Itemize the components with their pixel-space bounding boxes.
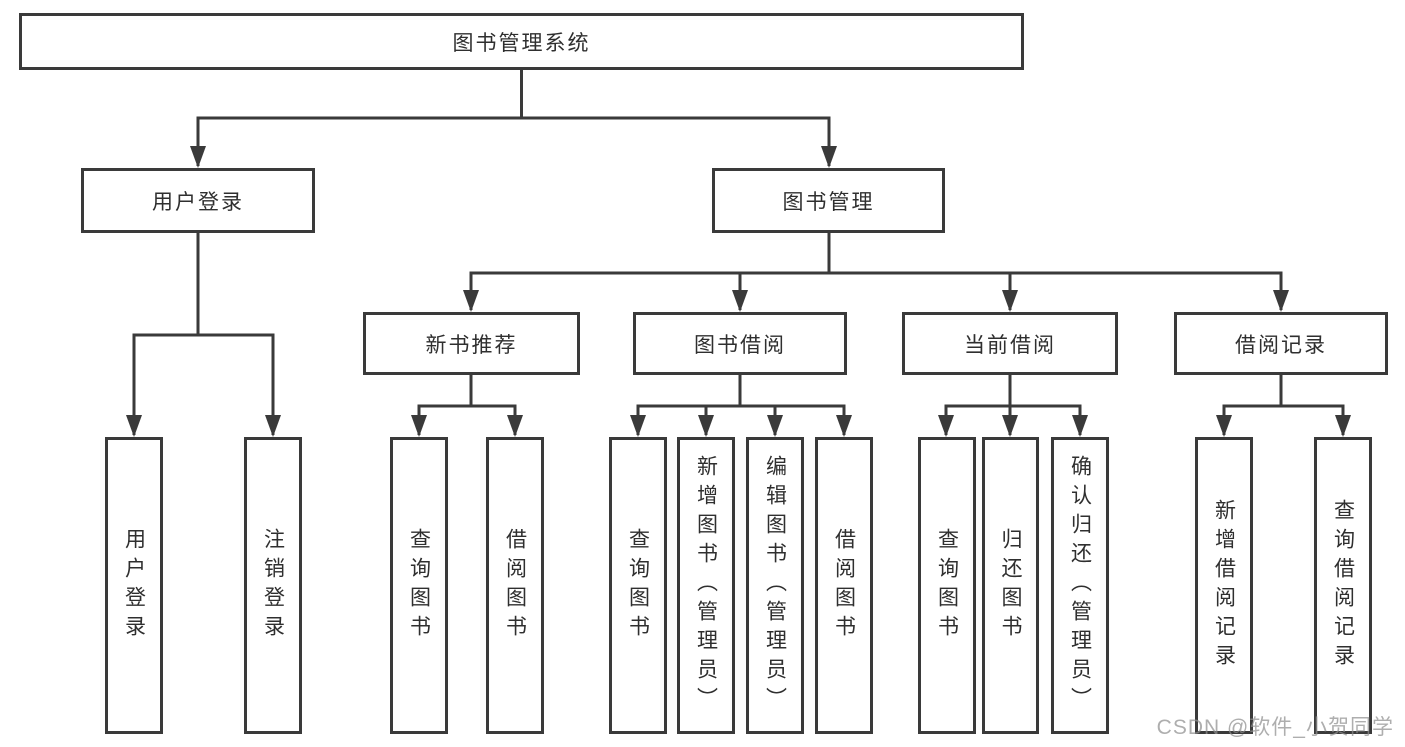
leaf-confirm-return-admin: 确认归还（管理员） [1051, 437, 1109, 734]
leaf-borrow-books-newbook: 借阅图书 [486, 437, 544, 734]
leaf-query-books-current: 查询图书 [918, 437, 976, 734]
leaf-query-books-borrow: 查询图书 [609, 437, 667, 734]
leaf-edit-books-admin: 编辑图书（管理员） [746, 437, 804, 734]
node-user-login: 用户登录 [81, 168, 315, 233]
node-root-system: 图书管理系统 [19, 13, 1024, 70]
leaf-add-books-admin: 新增图书（管理员） [677, 437, 735, 734]
leaf-logout: 注销登录 [244, 437, 302, 734]
node-book-borrow: 图书借阅 [633, 312, 847, 375]
node-current-borrow: 当前借阅 [902, 312, 1118, 375]
leaf-query-borrow-record: 查询借阅记录 [1314, 437, 1372, 734]
node-new-book-recommend: 新书推荐 [363, 312, 580, 375]
leaf-return-books: 归还图书 [982, 437, 1039, 734]
csdn-watermark: CSDN @软件_小贺同学 [1156, 716, 1394, 739]
leaf-query-books-newbook: 查询图书 [390, 437, 448, 734]
leaf-user-login: 用户登录 [105, 437, 163, 734]
node-borrow-record: 借阅记录 [1174, 312, 1388, 375]
leaf-add-borrow-record: 新增借阅记录 [1195, 437, 1253, 734]
node-book-management: 图书管理 [712, 168, 945, 233]
leaf-borrow-books: 借阅图书 [815, 437, 873, 734]
